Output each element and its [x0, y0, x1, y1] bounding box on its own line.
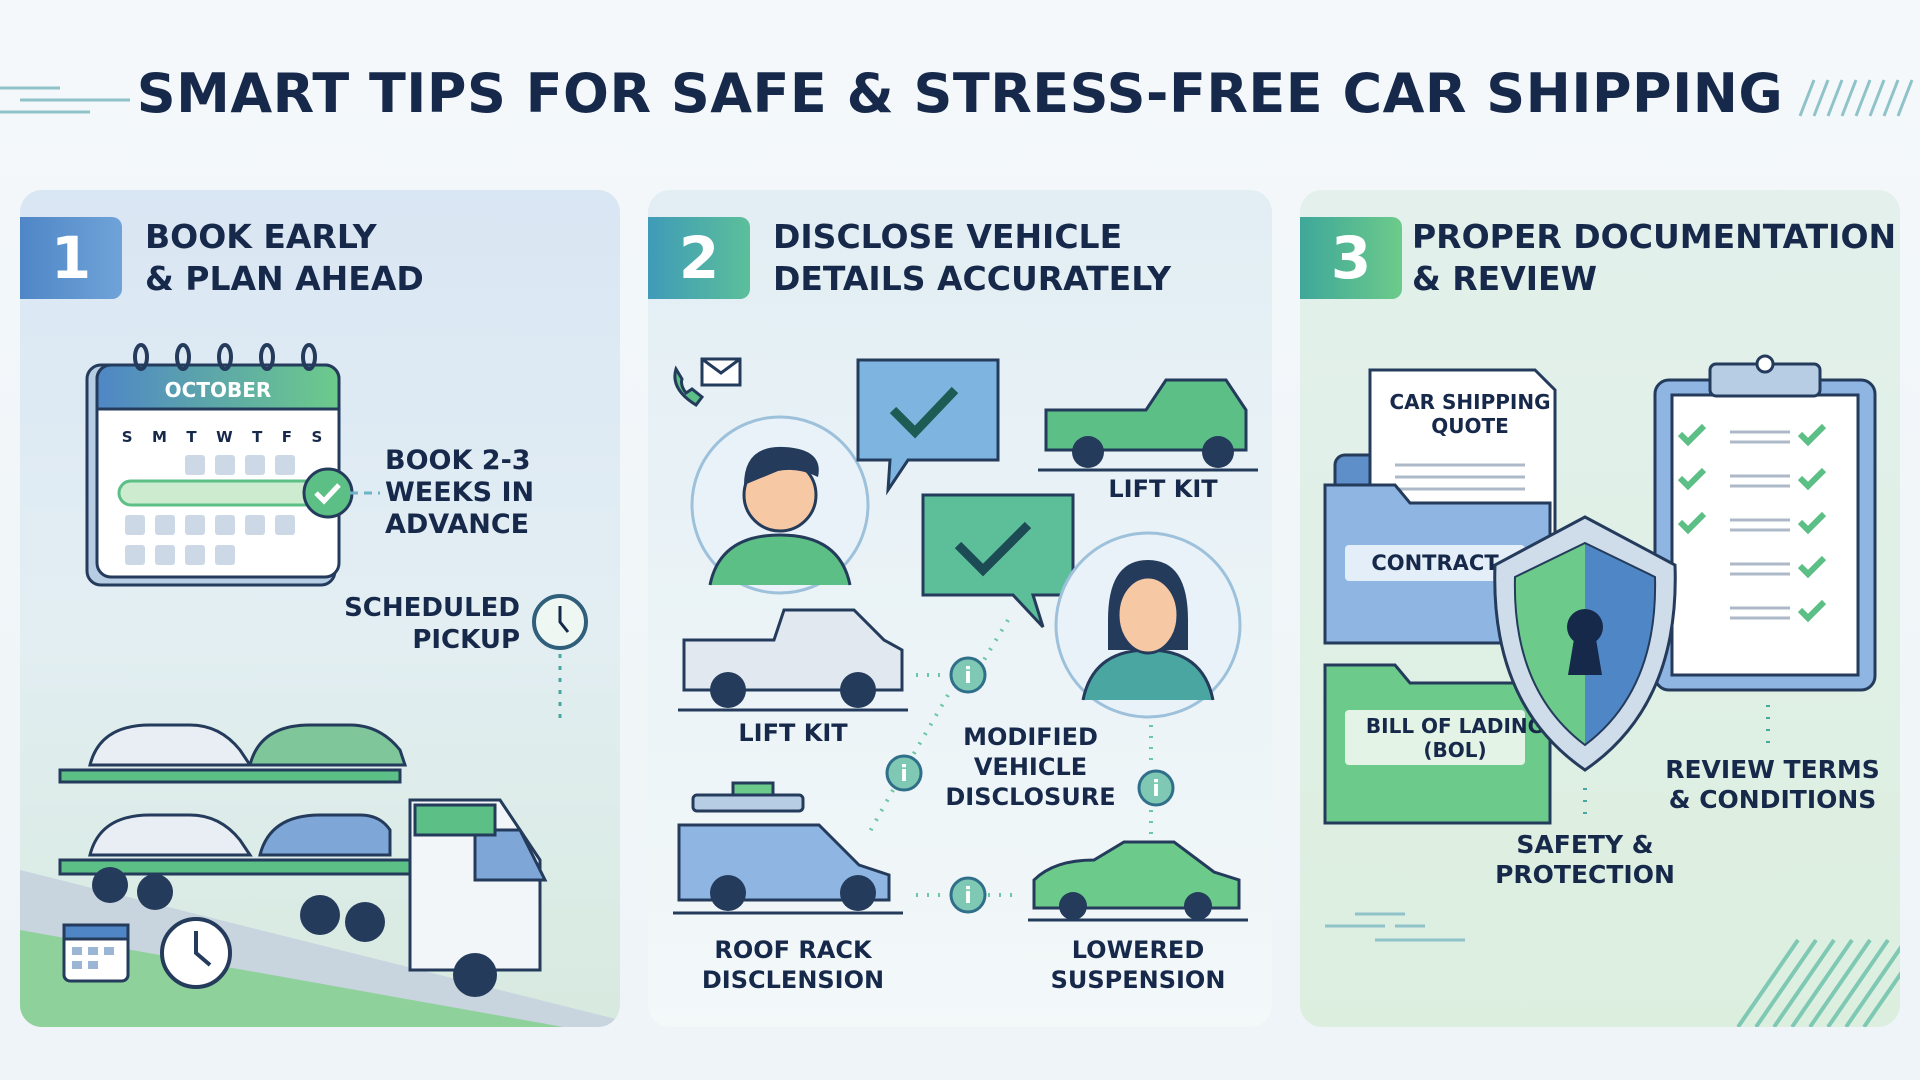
customer-avatar [690, 415, 870, 595]
step-number-badge: 1 [20, 217, 122, 299]
document-folders [1323, 368, 1557, 825]
weekday: S [311, 428, 323, 446]
weekday: W [216, 428, 233, 446]
safety-protection-label: SAFETY & PROTECTION [1495, 830, 1675, 889]
tip-panel-disclose-details: 2 DISCLOSE VEHICLE DETAILS ACCURATELY LI… [648, 190, 1272, 1027]
speech-bubble-check [856, 358, 1000, 496]
dotted-connectors [1583, 705, 1770, 815]
lift-kit-label-top: LIFT KIT [1108, 475, 1218, 503]
phone-mail-icon [673, 357, 742, 407]
dashed-connector [350, 491, 380, 495]
quote-label: CAR SHIPPING QUOTE [1389, 390, 1551, 438]
decor-lines-left [0, 86, 130, 114]
speech-bubble-check [921, 493, 1075, 629]
tip-heading: DISCLOSE VEHICLE DETAILS ACCURATELY [773, 217, 1171, 298]
shield-lock-icon [1493, 515, 1677, 772]
bill-of-lading-label: BILL OF LADING (BOL) [1365, 714, 1545, 762]
scheduled-pickup-label: SCHEDULED PICKUP [344, 593, 520, 655]
decor-hatch [1736, 938, 1900, 1027]
lift-kit-label: LIFT KIT [738, 719, 848, 747]
weekday: T [186, 428, 197, 446]
lowered-sedan [1028, 840, 1248, 922]
info-glyph: i [1152, 777, 1160, 802]
tip-heading: BOOK EARLY & PLAN AHEAD [145, 217, 424, 298]
small-clock-icon [160, 917, 232, 989]
info-glyph: i [900, 762, 908, 787]
step-number-badge: 3 [1300, 217, 1402, 299]
weekday: T [252, 428, 263, 446]
weekday: M [151, 428, 167, 446]
review-terms-label: REVIEW TERMS & CONDITIONS [1665, 755, 1880, 814]
advance-booking-label: BOOK 2-3 WEEKS IN ADVANCE [385, 445, 535, 540]
info-icon: i [949, 656, 987, 694]
info-icon: i [949, 876, 987, 914]
tip-heading: PROPER DOCUMENTATION & REVIEW [1412, 217, 1897, 298]
clock-icon [532, 594, 588, 722]
tip-panel-documentation: 3 PROPER DOCUMENTATION & REVIEW CAR SHIP… [1300, 190, 1900, 1027]
calendar-icon [85, 343, 354, 587]
roof-rack-label: ROOF RACK DISCLENSION [701, 936, 885, 994]
pickup-truck-lift-kit-top [1038, 378, 1258, 472]
step-number-badge: 2 [648, 217, 750, 299]
info-icon: i [1137, 769, 1175, 807]
dotted-connectors [866, 618, 1153, 897]
decor-hatch-right [1798, 79, 1914, 117]
decor-lines [1325, 912, 1465, 942]
info-glyph: i [964, 664, 972, 689]
lowered-suspension-label: LOWERED SUSPENSION [1050, 936, 1226, 994]
suv-roof-rack [673, 781, 903, 915]
info-icon: i [885, 754, 923, 792]
contract-label: CONTRACT [1371, 551, 1499, 575]
calendar-month: OCTOBER [164, 378, 272, 402]
modified-vehicle-disclosure-label: MODIFIED VEHICLE DISCLOSURE [945, 723, 1116, 811]
checklist-clipboard [1653, 354, 1877, 692]
car-carrier-truck [20, 723, 620, 1027]
weekday: S [121, 428, 133, 446]
info-glyph: i [964, 884, 972, 909]
agent-avatar [1054, 531, 1242, 719]
weekday: F [281, 428, 292, 446]
page-title: SMART TIPS FOR SAFE & STRESS-FREE CAR SH… [136, 62, 1784, 125]
pickup-truck-lift-kit [678, 608, 908, 712]
small-calendar-icon [62, 923, 130, 983]
